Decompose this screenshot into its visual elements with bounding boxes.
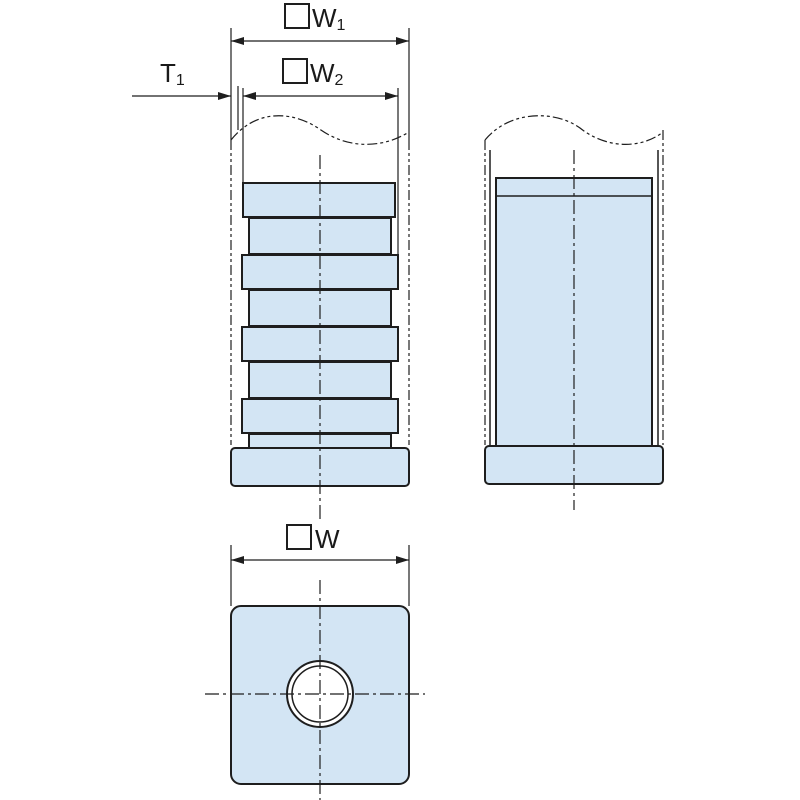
dimension-w2: W2 — [242, 58, 399, 255]
side-view — [484, 115, 664, 510]
front-break-line — [230, 115, 410, 145]
w1-subscript: 1 — [337, 17, 346, 34]
t1-label: T — [160, 58, 176, 88]
w2-label: W — [310, 58, 335, 88]
svg-text:W1: W1 — [312, 3, 346, 34]
dimension-w1: W1 — [230, 3, 410, 140]
front-view — [230, 115, 410, 520]
dimension-w: W — [230, 524, 410, 606]
w-label: W — [315, 524, 340, 554]
svg-text:T1: T1 — [160, 58, 185, 89]
front-fin-1 — [242, 182, 396, 218]
svg-text:W2: W2 — [310, 58, 344, 89]
side-break-line — [484, 115, 664, 145]
t1-subscript: 1 — [176, 72, 185, 89]
dimension-t1: T1 — [132, 58, 239, 130]
w1-label: W — [312, 3, 337, 33]
svg-text:W: W — [315, 524, 340, 554]
bottom-view — [205, 580, 425, 800]
w2-subscript: 2 — [335, 72, 344, 89]
